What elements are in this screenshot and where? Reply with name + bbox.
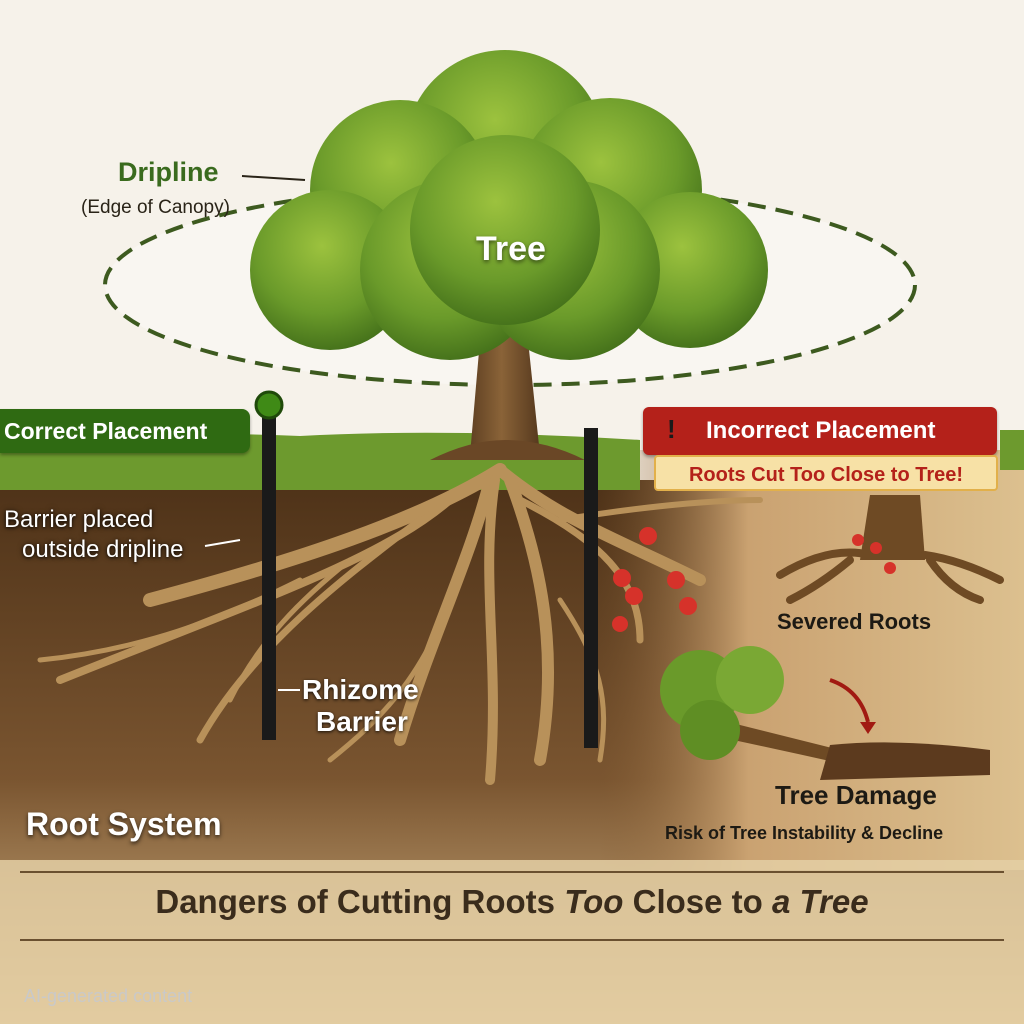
tree-damage-label: Tree Damage [775,780,937,810]
trunk-flare [430,440,585,460]
correct-placement-label: Correct Placement [4,418,208,444]
title-part4: a Tree [771,883,869,920]
grass-strip-right [1000,430,1024,470]
incorrect-placement-badge: Incorrect Placement [643,407,997,455]
correct-barrier-post [262,410,276,740]
severed-roots-label: Severed Roots [777,609,932,634]
dripline-pointer [241,175,306,181]
title-part1: Dangers of Cutting Roots [155,883,565,920]
page-title: Dangers of Cutting Roots Too Close to a … [0,883,1024,921]
title-part3: Close to [623,883,772,920]
incorrect-subtitle: Roots Cut Too Close to Tree! [654,455,998,491]
severed-stump [776,495,1004,604]
tree-damage-detail: Risk of Tree Instability & Decline [665,823,944,843]
right-soil-area [600,450,1024,870]
correct-placement-badge: Correct Placement [0,409,250,453]
correct-barrier-cap [254,390,284,420]
incorrect-placement-label: Incorrect Placement [706,417,936,444]
ai-watermark: AI-generated content [24,986,193,1006]
dripline-label: Dripline [118,157,219,187]
cut-root-tips [612,527,697,632]
root-system-label: Root System [26,806,222,842]
tree-label: Tree [476,230,546,268]
title-part2: Too [564,883,624,920]
incorrect-barrier-post [584,428,598,748]
rhizome-barrier-line2: Barrier [316,706,408,737]
warning-symbol: ! [667,414,676,444]
tree-canopy [250,50,768,360]
correct-note-line2: outside dripline [22,536,184,563]
correct-note-line1: Barrier placed [4,506,154,533]
bottom-parchment [0,860,1024,1024]
note-pointer [204,539,241,547]
rhizome-barrier-line1: Rhizome [302,674,419,705]
dripline-sublabel: (Edge of Canopy) [81,197,230,218]
fallen-tree [660,646,990,780]
